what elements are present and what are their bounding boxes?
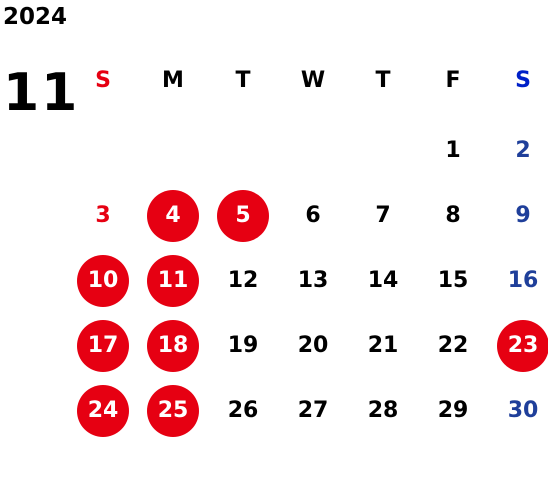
day-cell-20[interactable]: 20 bbox=[278, 313, 348, 378]
day-number: 28 bbox=[367, 397, 399, 423]
holiday-marker: 11 bbox=[147, 254, 199, 307]
weekday-header-1: M bbox=[162, 67, 184, 93]
weekday-header-0: S bbox=[95, 67, 111, 93]
day-cell-28[interactable]: 28 bbox=[348, 378, 418, 443]
holiday-marker: 25 bbox=[147, 384, 199, 437]
day-cell-26[interactable]: 26 bbox=[208, 378, 278, 443]
day-number: 9 bbox=[515, 202, 531, 228]
day-cell-3[interactable]: 3 bbox=[68, 183, 138, 248]
day-cell-17[interactable]: 17 bbox=[68, 313, 138, 378]
day-number: 29 bbox=[437, 397, 469, 423]
day-number: 20 bbox=[297, 332, 329, 358]
day-number: 13 bbox=[297, 267, 329, 293]
day-cell-11[interactable]: 11 bbox=[138, 248, 208, 313]
day-cell-7[interactable]: 7 bbox=[348, 183, 418, 248]
day-cell-6[interactable]: 6 bbox=[278, 183, 348, 248]
day-number: 16 bbox=[507, 267, 539, 293]
day-number: 2 bbox=[515, 137, 531, 163]
day-cell-14[interactable]: 14 bbox=[348, 248, 418, 313]
day-number: 22 bbox=[437, 332, 469, 358]
holiday-marker: 5 bbox=[217, 189, 269, 242]
day-number: 19 bbox=[227, 332, 259, 358]
day-number: 6 bbox=[305, 202, 321, 228]
day-cell-15[interactable]: 15 bbox=[418, 248, 488, 313]
day-cell-10[interactable]: 10 bbox=[68, 248, 138, 313]
day-number: 12 bbox=[227, 267, 259, 293]
holiday-marker: 4 bbox=[147, 189, 199, 242]
day-cell-1[interactable]: 1 bbox=[418, 118, 488, 183]
day-number: 27 bbox=[297, 397, 329, 423]
day-cell-4[interactable]: 4 bbox=[138, 183, 208, 248]
day-cell-29[interactable]: 29 bbox=[418, 378, 488, 443]
day-number: 26 bbox=[227, 397, 259, 423]
day-cell-25[interactable]: 25 bbox=[138, 378, 208, 443]
holiday-marker: 10 bbox=[77, 254, 129, 307]
day-cell-24[interactable]: 24 bbox=[68, 378, 138, 443]
day-number: 8 bbox=[445, 202, 461, 228]
day-cell-27[interactable]: 27 bbox=[278, 378, 348, 443]
day-number: 21 bbox=[367, 332, 399, 358]
day-number: 15 bbox=[437, 267, 469, 293]
day-number: 7 bbox=[375, 202, 391, 228]
year-label: 2024 bbox=[3, 4, 68, 30]
day-cell-5[interactable]: 5 bbox=[208, 183, 278, 248]
day-number: 1 bbox=[445, 137, 461, 163]
day-cell-21[interactable]: 21 bbox=[348, 313, 418, 378]
holiday-marker: 24 bbox=[77, 384, 129, 437]
day-cell-9[interactable]: 9 bbox=[488, 183, 548, 248]
day-cell-30[interactable]: 30 bbox=[488, 378, 548, 443]
weekday-header-2: T bbox=[235, 67, 251, 93]
day-number: 3 bbox=[95, 202, 111, 228]
day-cell-12[interactable]: 12 bbox=[208, 248, 278, 313]
weekday-header-4: T bbox=[375, 67, 391, 93]
weekday-header-3: W bbox=[300, 67, 326, 93]
day-number: 14 bbox=[367, 267, 399, 293]
holiday-marker: 17 bbox=[77, 319, 129, 372]
day-cell-22[interactable]: 22 bbox=[418, 313, 488, 378]
day-cell-23[interactable]: 23 bbox=[488, 313, 548, 378]
day-cell-13[interactable]: 13 bbox=[278, 248, 348, 313]
holiday-marker: 18 bbox=[147, 319, 199, 372]
weekday-header-5: F bbox=[445, 67, 461, 93]
day-cell-18[interactable]: 18 bbox=[138, 313, 208, 378]
day-cell-19[interactable]: 19 bbox=[208, 313, 278, 378]
day-cell-8[interactable]: 8 bbox=[418, 183, 488, 248]
month-label: 11 bbox=[3, 63, 80, 123]
day-number: 30 bbox=[507, 397, 539, 423]
day-cell-2[interactable]: 2 bbox=[488, 118, 548, 183]
weekday-header-6: S bbox=[515, 67, 531, 93]
holiday-marker: 23 bbox=[497, 319, 548, 372]
day-cell-16[interactable]: 16 bbox=[488, 248, 548, 313]
